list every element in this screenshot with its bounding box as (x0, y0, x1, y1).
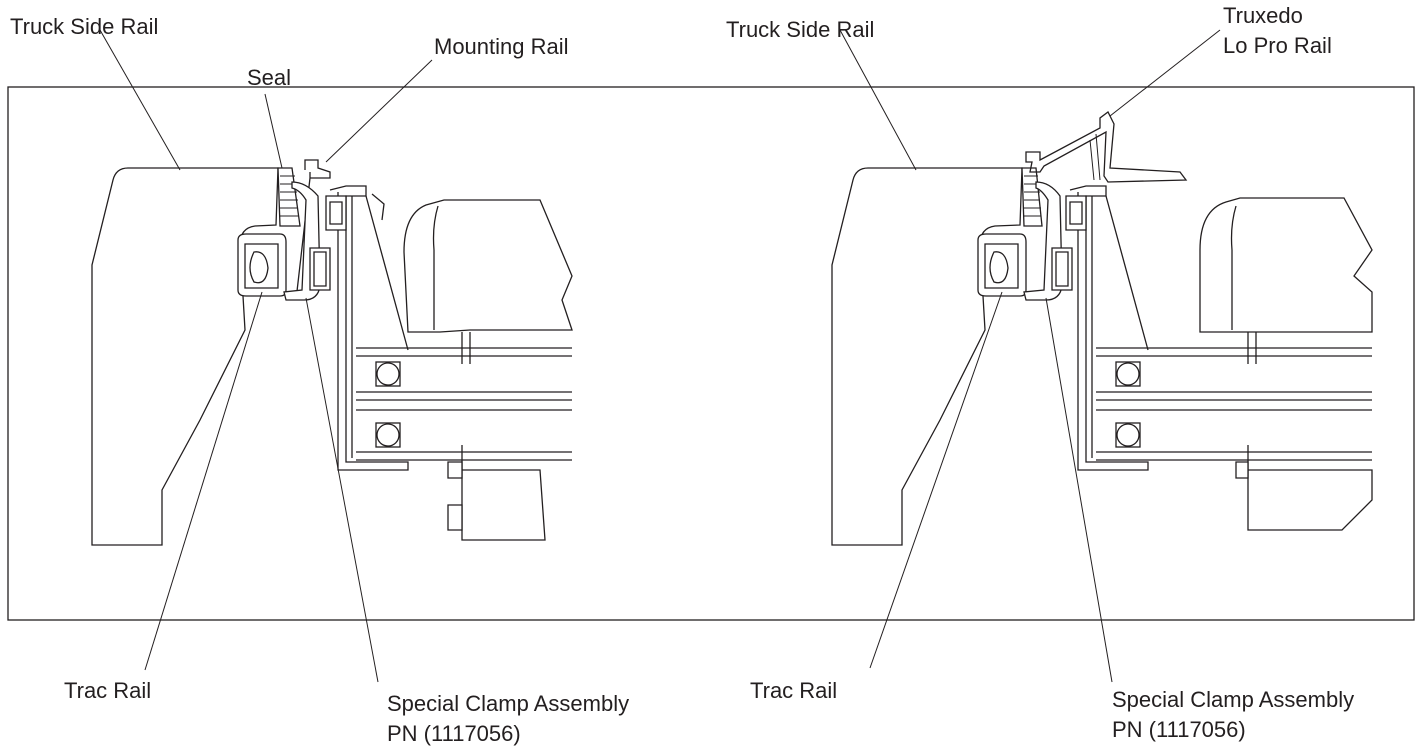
right-label-trac-rail: Trac Rail (750, 678, 837, 703)
right-lower-bracket (1235, 461, 1373, 531)
left-trac-rail (237, 233, 287, 297)
right-mounting-bracket (1065, 185, 1149, 471)
left-clamp-assembly (283, 181, 331, 301)
left-cover-box (403, 199, 573, 333)
right-label-lo-pro-line2: Lo Pro Rail (1223, 33, 1332, 58)
left-label-truck-side-rail: Truck Side Rail (10, 14, 158, 39)
left-label-seal: Seal (247, 65, 291, 90)
left-mounting-bracket (325, 185, 409, 471)
left-truck-side-rail (91, 167, 279, 546)
right-label-clamp-line2: PN (1117056) (1112, 717, 1246, 742)
right-seal (1021, 167, 1043, 227)
left-leader-trac-rail (144, 291, 263, 671)
right-cover-box (1199, 197, 1373, 333)
right-label-truck-side-rail: Truck Side Rail (726, 17, 874, 42)
left-label-mounting-rail: Mounting Rail (434, 34, 569, 59)
right-lo-pro-rail (1025, 111, 1188, 183)
right-leader-clamp (1045, 297, 1113, 683)
right-crossbar (1096, 332, 1372, 478)
left-cross-section (91, 29, 573, 683)
right-leader-trac-rail (869, 291, 1003, 669)
left-crossbar (356, 332, 572, 478)
left-leader-seal (264, 93, 283, 169)
left-leader-clamp (305, 297, 379, 683)
left-label-clamp-line1: Special Clamp Assembly (387, 691, 629, 716)
right-clamp-assembly (1023, 181, 1073, 301)
left-label-trac-rail: Trac Rail (64, 678, 151, 703)
right-leader-lo-pro-rail (1109, 29, 1221, 117)
diagram-frame (7, 86, 1415, 621)
right-label-clamp-line1: Special Clamp Assembly (1112, 687, 1354, 712)
left-leader-mounting-rail (325, 59, 433, 163)
right-truck-side-rail (831, 167, 1023, 546)
left-seal (277, 167, 301, 227)
right-cross-section (831, 29, 1373, 683)
left-leader-truck-side-rail (99, 29, 181, 171)
right-trac-rail (977, 233, 1027, 297)
right-label-lo-pro-line1: Truxedo (1223, 3, 1303, 28)
left-label-clamp-line2: PN (1117056) (387, 721, 521, 746)
right-leader-truck-side-rail (839, 29, 917, 171)
left-lower-bracket (447, 461, 546, 541)
